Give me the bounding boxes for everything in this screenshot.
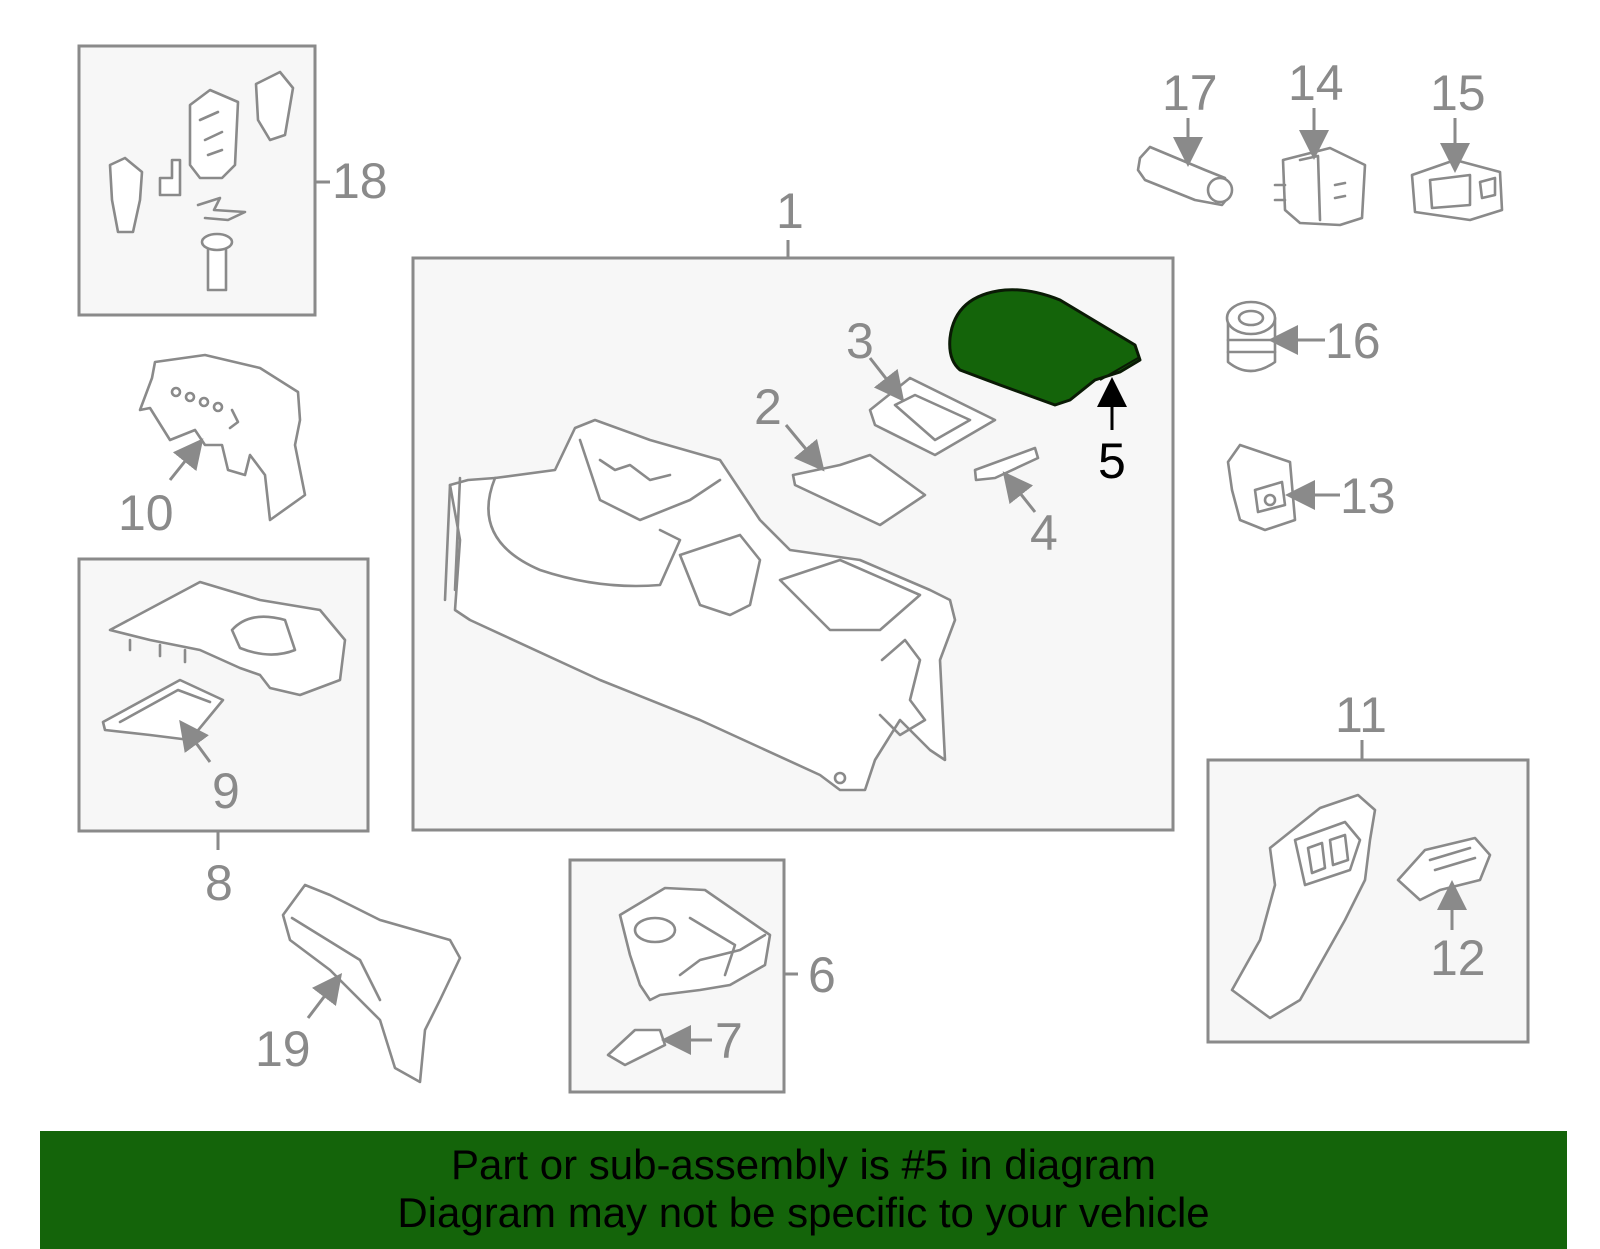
part-4-clip[interactable] <box>973 446 1040 482</box>
callout-4: 4 <box>1030 505 1058 561</box>
part-17-lighter[interactable] <box>1136 145 1234 207</box>
callout-12: 12 <box>1430 930 1486 986</box>
callout-2: 2 <box>754 379 782 435</box>
info-banner: Part or sub-assembly is #5 in diagram Di… <box>40 1131 1567 1249</box>
part-13-usb-port[interactable] <box>1226 443 1297 532</box>
callout-6: 6 <box>808 947 836 1003</box>
callout-13: 13 <box>1340 468 1396 524</box>
part-5-armrest-lid[interactable] <box>948 288 1142 407</box>
callout-8: 8 <box>205 855 233 911</box>
callout-9: 9 <box>212 763 240 819</box>
callout-5: 5 <box>1098 433 1126 489</box>
callout-1: 1 <box>776 183 804 239</box>
banner-line-2: Diagram may not be specific to your vehi… <box>397 1189 1210 1236</box>
callout-14: 14 <box>1288 55 1344 111</box>
callout-19: 19 <box>255 1021 311 1077</box>
banner-line-1: Part or sub-assembly is #5 in diagram <box>451 1141 1156 1188</box>
callout-15: 15 <box>1430 65 1486 121</box>
part-14-switch[interactable] <box>1273 146 1367 227</box>
part-8-group[interactable] <box>77 557 370 833</box>
part-16-socket[interactable] <box>1225 300 1277 373</box>
part-15-switch[interactable] <box>1410 158 1504 222</box>
callout-10: 10 <box>118 485 174 541</box>
callout-18: 18 <box>332 153 388 209</box>
callout-17: 17 <box>1162 65 1218 121</box>
part-2-pad[interactable] <box>791 453 927 527</box>
part-6-group[interactable] <box>568 858 786 1094</box>
part-18-group[interactable] <box>77 44 317 317</box>
part-10-bezel[interactable] <box>138 353 307 522</box>
callout-16: 16 <box>1325 313 1381 369</box>
callout-7: 7 <box>715 1013 743 1069</box>
part-11-group[interactable] <box>1206 758 1530 1044</box>
callout-11: 11 <box>1335 687 1387 743</box>
callout-3: 3 <box>846 313 874 369</box>
